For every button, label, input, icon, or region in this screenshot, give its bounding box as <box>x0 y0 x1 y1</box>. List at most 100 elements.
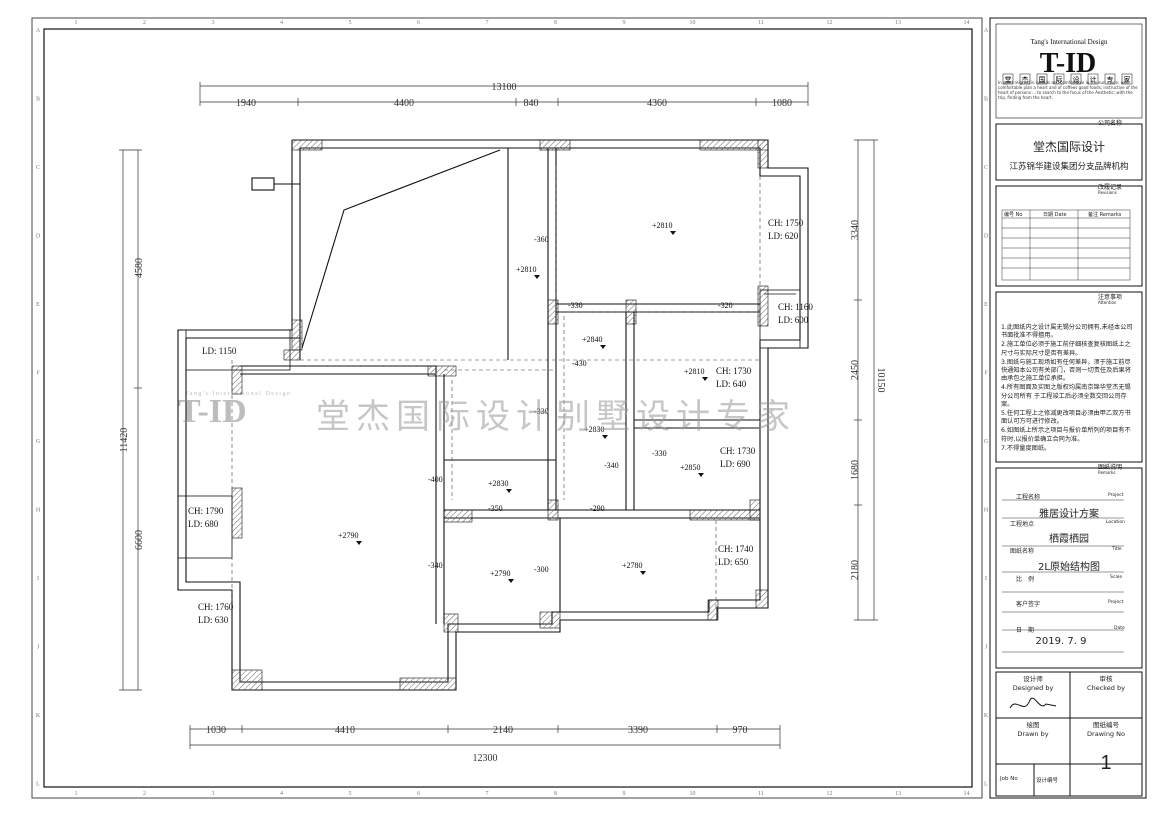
structural-columns <box>231 139 769 691</box>
border-tick-col: 8 <box>554 20 557 26</box>
window-ch-label: CH: 1730 <box>720 446 756 456</box>
beam-label: -340 <box>604 461 619 470</box>
window-ld-label: LD: 620 <box>768 231 799 241</box>
dim-bottom-3: 2140 <box>493 725 513 736</box>
border-tick-col: 1 <box>75 20 78 26</box>
date-label: 日 期 <box>1016 627 1035 634</box>
border-tick-col: 11 <box>758 791 764 797</box>
border-tick-col: 13 <box>895 20 901 26</box>
beam-label: -330 <box>652 449 667 458</box>
brand-char: 杰 <box>1022 75 1029 84</box>
elevation-marker <box>508 579 514 583</box>
border-tick-row: E <box>984 302 988 308</box>
elevation-label: +2830 <box>584 425 605 434</box>
drawn-by-cn: 绘图 <box>1026 721 1040 729</box>
inner-frame <box>43 28 973 788</box>
project-label-en: Project <box>1108 493 1124 498</box>
dim-right-total: 10150 <box>875 368 886 393</box>
border-tick-col: 7 <box>486 791 489 797</box>
job-no-cn: 设计编号 <box>1036 778 1059 784</box>
elevation-marker <box>640 571 646 575</box>
window-ld-label: LD: 640 <box>716 379 747 389</box>
dim-left-2: 6600 <box>134 530 145 550</box>
designed-by: 设计师 Designed by <box>996 675 1070 693</box>
watermark-brand-small: Tang's International Design <box>185 391 291 397</box>
window-ld-label: LD: 690 <box>720 459 751 469</box>
border-tick-row: D <box>984 234 989 240</box>
elevation-marker <box>602 435 608 439</box>
border-tick-row: B <box>36 97 40 103</box>
border-tick-col: 10 <box>690 791 696 797</box>
dim-right-4: 2180 <box>850 560 861 580</box>
brand-chars: 堂杰国际设计专家 <box>1002 73 1133 85</box>
elevation-label: +2810 <box>516 265 537 274</box>
border-tick-col: 10 <box>690 20 696 26</box>
attention-label-en: Attention <box>1098 300 1117 305</box>
border-tick-col: 12 <box>827 791 833 797</box>
border-tick-col: 6 <box>417 20 420 26</box>
beam-label: -330 <box>568 301 583 310</box>
dimension-lines <box>119 82 878 749</box>
dim-bottom-1: 1030 <box>206 725 226 736</box>
border-tick-col: 3 <box>212 791 215 797</box>
client-label-en: Project <box>1108 600 1124 605</box>
project-label: 工程名称 <box>1016 494 1041 501</box>
border-tick-row: G <box>984 439 989 445</box>
border-tick-col: 9 <box>623 791 626 797</box>
attention-notes: 1.此图纸内之设计属无锡分公司拥有,未经本公司书面批准不得擅用。 2.施工单位必… <box>1001 324 1135 454</box>
border-tick-row: E <box>36 302 40 308</box>
border-tick-col: 7 <box>486 20 489 26</box>
border-tick-row: C <box>36 165 40 171</box>
company-section-label: 公司名称 <box>1098 120 1123 127</box>
dim-left-total: 11420 <box>119 428 130 453</box>
revision-grid <box>1001 209 1131 653</box>
revisions-col-remarks: 备注 Remarks <box>1088 212 1122 218</box>
drawn-by: 绘图 Drawn by <box>996 721 1070 739</box>
window-ch-label: CH: 1740 <box>718 544 754 554</box>
client-label: 客户签字 <box>1016 601 1041 608</box>
dim-top-5: 1080 <box>772 98 792 109</box>
designed-by-en: Designed by <box>1012 684 1054 692</box>
border-tick-col: 13 <box>895 791 901 797</box>
border-tick-row: K <box>36 713 41 719</box>
window-ld-single: LD: 1150 <box>202 346 237 356</box>
border-tick-col: 12 <box>827 20 833 26</box>
border-tick-col: 14 <box>964 20 970 26</box>
dim-bottom-5: 970 <box>733 725 748 736</box>
drawn-by-en: Drawn by <box>1017 730 1049 738</box>
border-tick-col: 1 <box>75 791 78 797</box>
checked-by-cn: 审核 <box>1099 675 1113 683</box>
balconies <box>177 289 801 559</box>
window-ch-label: CH: 1730 <box>716 366 752 376</box>
attention-note: 6.如图纸上所示之项目与报价单所列的项目有不符时,以报价单确立合同为准。 <box>1001 427 1131 443</box>
border-tick-row: D <box>36 234 41 240</box>
title-label-en: Title <box>1112 547 1122 552</box>
elevation-label: +2830 <box>488 479 509 488</box>
border-tick-row: L <box>984 782 988 788</box>
beam-label: -430 <box>572 359 587 368</box>
border-tick-col: 8 <box>554 791 557 797</box>
revisions-label: 改履记录 <box>1098 184 1123 191</box>
dimension-texts: 13100 1940 4400 840 4360 1080 12300 1030… <box>119 82 886 764</box>
attention-note: 5.任何工程上之修减更改项目必须由甲乙双方书面认可方可进行修改。 <box>1001 410 1131 426</box>
checked-by: 审核 Checked by <box>1070 675 1142 693</box>
brand-char-box <box>1070 73 1082 85</box>
brand-char-box <box>1121 73 1133 85</box>
elevation-label: +2780 <box>622 561 643 570</box>
title-block-frame <box>989 17 1147 799</box>
border-tick-row: B <box>984 97 988 103</box>
watermark: T-ID 堂杰国际设计别墅设计专家 Tang's International D… <box>178 391 790 437</box>
brand-char-box <box>1036 73 1048 85</box>
revisions-col-no: 编号 No <box>1004 212 1023 218</box>
revisions-col-date: 日期 Date <box>1043 212 1067 218</box>
project-location: 栖霞栖园 <box>1049 534 1089 545</box>
brand-char: 堂 <box>1005 75 1012 84</box>
outer-frame <box>31 17 983 799</box>
company-subtitle: 江苏锦华建设集团分支品牌机构 <box>1009 162 1129 172</box>
drawing-date: 2019. 7. 9 <box>1035 636 1087 647</box>
attention-note: 7.不得量度图纸。 <box>1001 444 1051 452</box>
border-tick-col: 6 <box>417 791 420 797</box>
watermark-logo: T-ID <box>178 393 247 430</box>
dim-bottom-total: 12300 <box>473 753 498 764</box>
